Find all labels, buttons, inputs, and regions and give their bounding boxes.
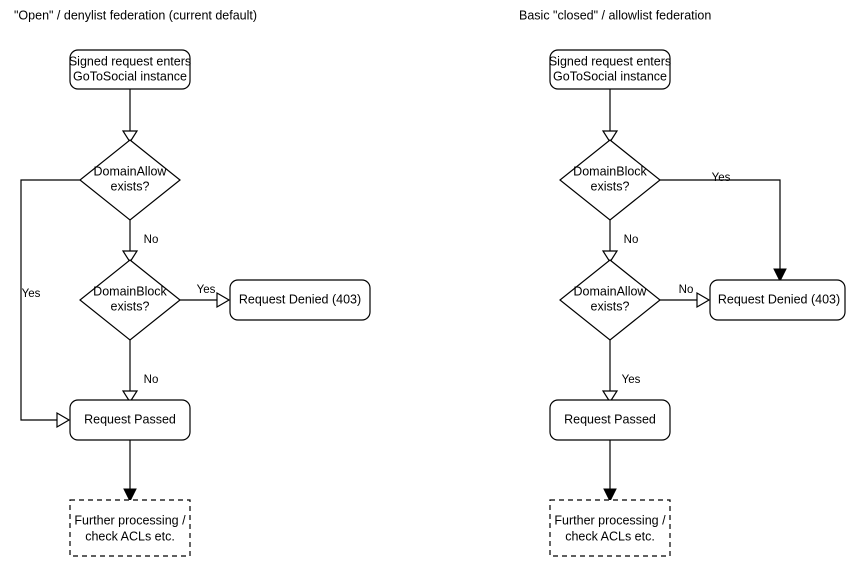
left-edge-passed-to-further bbox=[123, 440, 137, 503]
left-decision-domainallow[interactable]: DomainAllow exists? bbox=[79, 139, 181, 221]
right-edge-allow-yes: Yes bbox=[601, 340, 641, 404]
left-edge-label-allow-no: No bbox=[144, 234, 159, 246]
left-edge-allow-no: No bbox=[121, 220, 159, 264]
right-start-node[interactable]: Signed request enters GoToSocial instanc… bbox=[549, 49, 671, 90]
left-start-node[interactable]: Signed request enters GoToSocial instanc… bbox=[69, 49, 191, 90]
right-request-passed-node[interactable]: Request Passed bbox=[549, 399, 671, 441]
right-edge-passed-to-further bbox=[603, 440, 617, 503]
left-edge-allow-yes: Yes bbox=[20, 179, 80, 429]
right-domainblock-label-line2: exists? bbox=[591, 179, 630, 193]
right-further-processing-box bbox=[549, 499, 671, 557]
right-edge-label-allow-no: No bbox=[679, 284, 694, 296]
left-further-processing-box bbox=[69, 499, 191, 557]
right-decision-domainblock[interactable]: DomainBlock exists? bbox=[559, 139, 661, 221]
right-start-label-line1: Signed request enters bbox=[549, 54, 671, 68]
left-edge-block-yes: Yes bbox=[180, 284, 231, 309]
left-edge-label-block-yes: Yes bbox=[197, 284, 216, 296]
left-request-passed-node[interactable]: Request Passed bbox=[69, 399, 191, 441]
left-panel-title: "Open" / denylist federation (current de… bbox=[14, 8, 257, 22]
right-start-label-line2: GoToSocial instance bbox=[553, 69, 667, 83]
left-domainallow-label-line2: exists? bbox=[111, 179, 150, 193]
right-further-processing-label-line2: check ACLs etc. bbox=[565, 529, 655, 543]
right-edge-label-block-no: No bbox=[624, 234, 639, 246]
right-domainallow-label-line2: exists? bbox=[591, 299, 630, 313]
right-further-processing-label-line1: Further processing / bbox=[554, 513, 666, 527]
left-request-denied-box bbox=[229, 279, 371, 321]
right-domainblock-label-line1: DomainBlock bbox=[573, 164, 647, 178]
right-decision-domainallow[interactable]: DomainAllow exists? bbox=[559, 259, 661, 341]
left-edge-label-allow-yes: Yes bbox=[22, 288, 41, 300]
right-edge-start-to-block bbox=[601, 89, 619, 144]
left-request-passed-label: Request Passed bbox=[84, 412, 176, 426]
left-domainblock-label-line1: DomainBlock bbox=[93, 284, 167, 298]
left-edge-start-to-allow bbox=[121, 89, 139, 144]
right-edge-label-allow-yes: Yes bbox=[622, 374, 641, 386]
left-start-label-line1: Signed request enters bbox=[69, 54, 191, 68]
left-request-denied-label: Request Denied (403) bbox=[239, 292, 361, 306]
left-further-processing-node[interactable]: Further processing / check ACLs etc. bbox=[69, 499, 191, 557]
right-request-denied-label: Request Denied (403) bbox=[718, 292, 840, 306]
left-further-processing-label-line1: Further processing / bbox=[74, 513, 186, 527]
left-start-label-line2: GoToSocial instance bbox=[73, 69, 187, 83]
right-request-denied-box bbox=[709, 279, 846, 321]
left-domainblock-label-line2: exists? bbox=[111, 299, 150, 313]
left-edge-block-no: No bbox=[121, 340, 159, 404]
right-edge-block-no: No bbox=[601, 220, 639, 264]
left-decision-domainblock[interactable]: DomainBlock exists? bbox=[79, 259, 181, 341]
left-further-processing-label-line2: check ACLs etc. bbox=[85, 529, 175, 543]
left-edge-label-block-no: No bbox=[144, 374, 159, 386]
right-edge-label-block-yes: Yes bbox=[712, 172, 731, 184]
right-domainallow-label-line1: DomainAllow bbox=[574, 284, 648, 298]
right-request-passed-label: Request Passed bbox=[564, 412, 656, 426]
right-further-processing-node[interactable]: Further processing / check ACLs etc. bbox=[549, 499, 671, 557]
left-request-denied-node[interactable]: Request Denied (403) bbox=[229, 279, 371, 321]
left-domainallow-label-line1: DomainAllow bbox=[94, 164, 168, 178]
right-request-denied-node[interactable]: Request Denied (403) bbox=[709, 279, 846, 321]
right-edge-allow-no: No bbox=[660, 284, 711, 309]
right-panel-title: Basic "closed" / allowlist federation bbox=[519, 8, 711, 22]
right-edge-block-yes: Yes bbox=[660, 172, 787, 283]
